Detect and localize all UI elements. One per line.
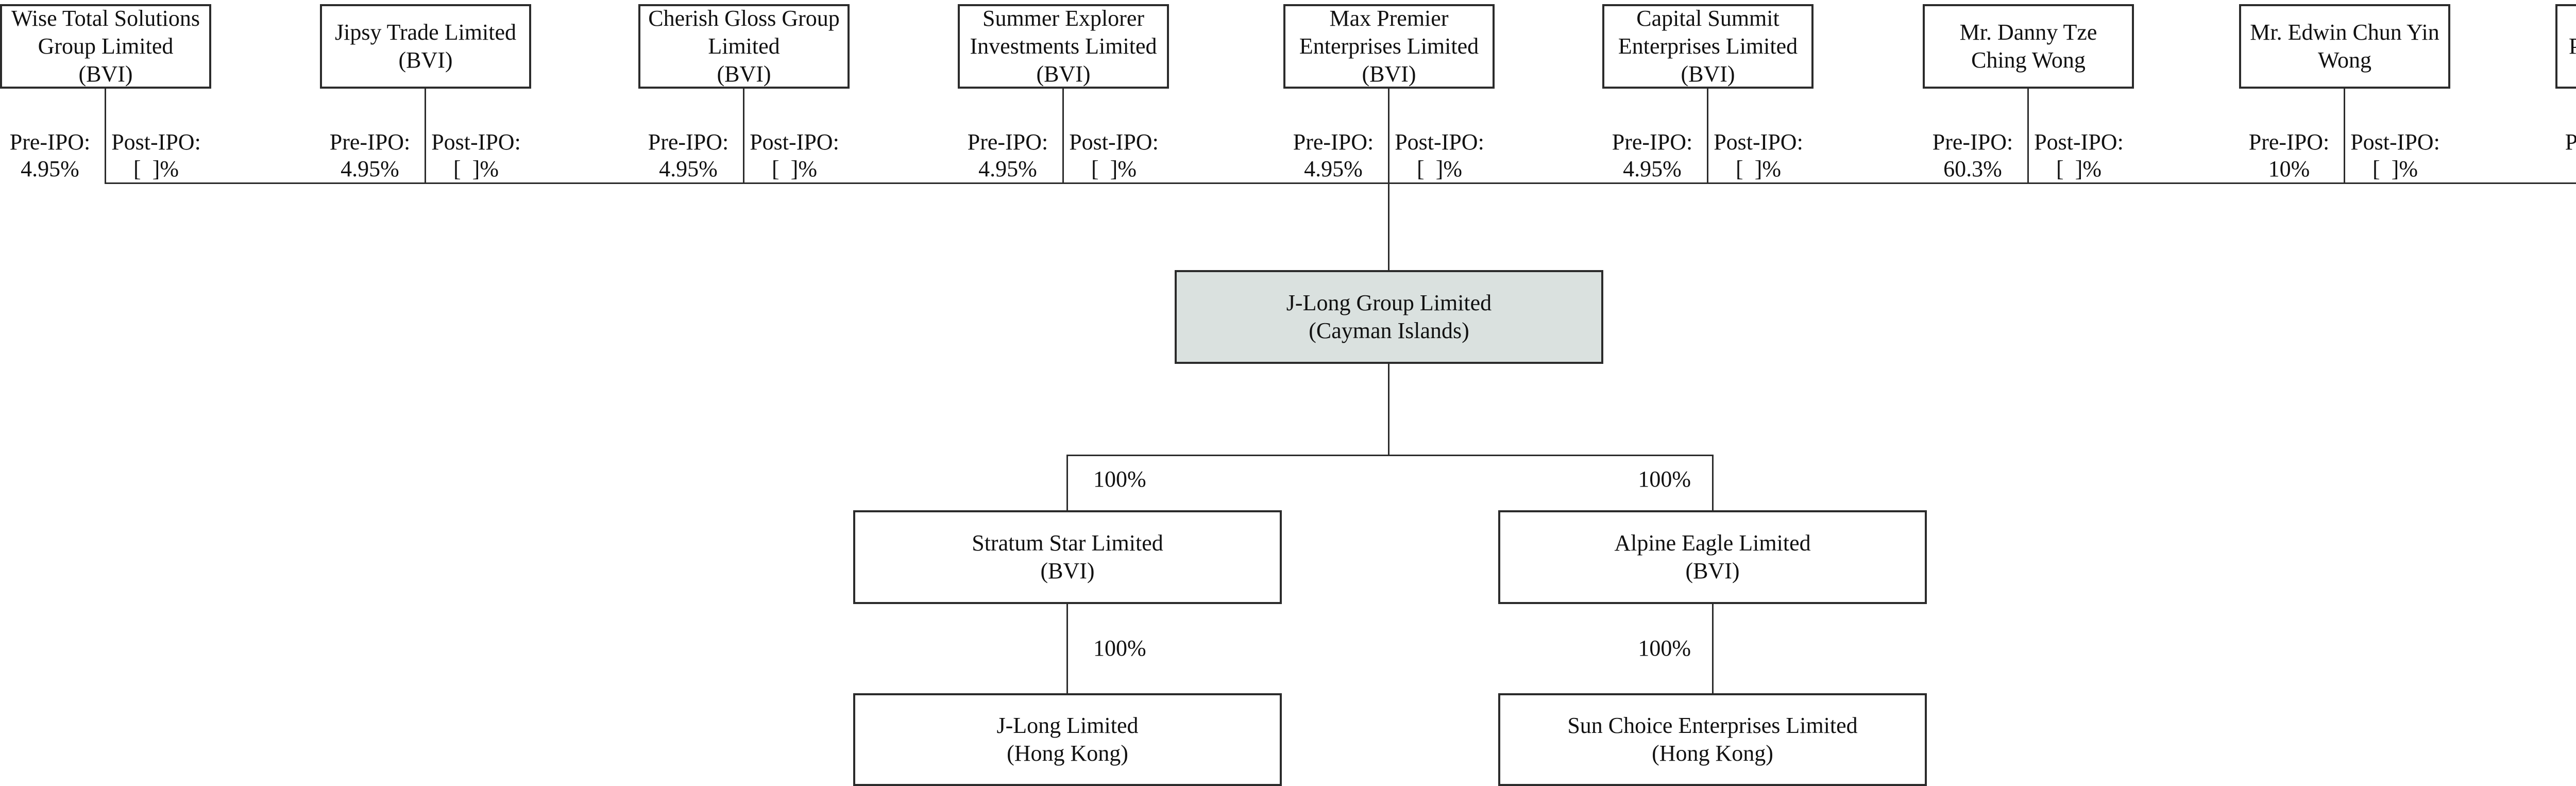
shareholder-box-jipsy-trade: Jipsy Trade Limited (BVI) — [320, 4, 531, 89]
shareholder-box-summer-explorer: Summer Explorer Investments Limited (BVI… — [958, 4, 1169, 89]
post-ipo-annotation: Post-IPO: [ ]% — [717, 129, 872, 182]
subsidiary-name: Stratum Star Limited (BVI) — [972, 530, 1163, 583]
subsidiary-box-alpine-eagle: Alpine Eagle Limited (BVI) — [1498, 510, 1927, 604]
post-ipo-label: Post-IPO: — [1069, 129, 1159, 155]
pre-ipo-label: Pre-IPO: — [9, 129, 91, 155]
split-line — [1066, 455, 1714, 456]
post-ipo-value: [ ]% — [1736, 156, 1781, 181]
shareholder-name: Summer Explorer Investments Limited (BVI… — [970, 6, 1157, 87]
pre-ipo-label: Pre-IPO: — [967, 129, 1048, 155]
connector-line — [2027, 89, 2029, 184]
connector-line — [1388, 364, 1389, 456]
connector-line — [1388, 89, 1389, 270]
post-ipo-value: [ ]% — [133, 156, 179, 181]
subsidiary-box-jlong-limited: J-Long Limited (Hong Kong) — [853, 693, 1282, 786]
pre-ipo-annotation: Pre-IPO: 10% — [2212, 129, 2366, 182]
shareholder-name: Capital Summit Enterprises Limited (BVI) — [1618, 6, 1798, 87]
pre-ipo-value: 4.95% — [978, 156, 1037, 181]
shareholder-name: Wise Total Solutions Group Limited (BVI) — [11, 6, 200, 87]
holding-company-box: J-Long Group Limited (Cayman Islands) — [1175, 270, 1603, 364]
pre-ipo-label: Pre-IPO: — [1612, 129, 1693, 155]
ownership-label: 100% — [1638, 636, 1691, 661]
connector-line — [1066, 455, 1068, 511]
pre-ipo-label: Pre-IPO: — [329, 129, 411, 155]
ownership-label: 100% — [1638, 466, 1691, 492]
shareholder-box-capital-summit: Capital Summit Enterprises Limited (BVI) — [1602, 4, 1814, 89]
connector-line — [1712, 455, 1714, 511]
connector-line — [1707, 89, 1708, 184]
post-ipo-annotation: Post-IPO: [ ]% — [1037, 129, 1191, 182]
post-ipo-label: Post-IPO: — [1714, 129, 1803, 155]
shareholder-box-cherish-gloss: Cherish Gloss Group Limited (BVI) — [638, 4, 850, 89]
post-ipo-value: [ ]% — [772, 156, 817, 181]
post-ipo-annotation: Post-IPO: [ ]% — [2318, 129, 2472, 182]
post-ipo-annotation: Post-IPO: [ ]% — [1362, 129, 1517, 182]
shareholder-name: Max Premier Enterprises Limited (BVI) — [1299, 6, 1479, 87]
ownership-label: 100% — [1093, 466, 1146, 492]
post-ipo-value: [ ]% — [1091, 156, 1137, 181]
connector-line — [425, 89, 426, 184]
connector-line — [105, 89, 106, 184]
connector-line — [1712, 604, 1714, 694]
connector-line — [1066, 604, 1068, 694]
pre-ipo-annotation: Pre-IPO: 60.3% — [1895, 129, 2050, 182]
pre-ipo-value: 0% — [2528, 156, 2576, 182]
shareholder-name: Mr. Danny Tze Ching Wong — [1959, 20, 2097, 73]
pre-ipo-label: Pre-IPO: — [2248, 129, 2330, 155]
subsidiary-name: Alpine Eagle Limited (BVI) — [1614, 530, 1811, 583]
shareholder-name: Jipsy Trade Limited (BVI) — [334, 20, 517, 73]
subsidiary-name: Sun Choice Enterprises Limited (Hong Kon… — [1567, 713, 1858, 766]
pre-ipo-annotation: Pre-IPO: 0% — [2528, 129, 2576, 182]
post-ipo-value: [ ]% — [2372, 156, 2418, 181]
pre-ipo-annotation: Pre-IPO: 4.95% — [0, 129, 127, 182]
post-ipo-label: Post-IPO: — [111, 129, 201, 155]
post-ipo-value: [ ]% — [1417, 156, 1462, 181]
post-ipo-value: [ ]% — [453, 156, 499, 181]
pre-ipo-value: 4.95% — [21, 156, 79, 181]
pre-ipo-label: Pre-IPO: — [2565, 129, 2576, 155]
post-ipo-annotation: Post-IPO: [ ]% — [399, 129, 553, 182]
subsidiary-name: J-Long Limited (Hong Kong) — [996, 713, 1139, 766]
post-ipo-annotation: Post-IPO: [ ]% — [79, 129, 233, 182]
shareholder-box-wise-total: Wise Total Solutions Group Limited (BVI) — [0, 4, 211, 89]
connector-line — [2344, 89, 2345, 184]
pre-ipo-label: Pre-IPO: — [648, 129, 729, 155]
post-ipo-value: [ ]% — [2056, 156, 2102, 181]
post-ipo-label: Post-IPO: — [2350, 129, 2440, 155]
shareholder-box-public: Public Shareholding — [2555, 4, 2576, 89]
post-ipo-label: Post-IPO: — [2034, 129, 2124, 155]
pre-ipo-value: 60.3% — [1943, 156, 2002, 181]
shareholder-box-max-premier: Max Premier Enterprises Limited (BVI) — [1283, 4, 1495, 89]
pre-ipo-value: 4.95% — [1304, 156, 1363, 181]
pre-ipo-value: 4.95% — [341, 156, 399, 181]
subsidiary-box-sun-choice: Sun Choice Enterprises Limited (Hong Kon… — [1498, 693, 1927, 786]
pre-ipo-annotation: Pre-IPO: 4.95% — [930, 129, 1085, 182]
shareholder-name: Mr. Edwin Chun Yin Wong — [2250, 20, 2439, 73]
shareholder-name: Public Shareholding — [2568, 34, 2576, 59]
post-ipo-label: Post-IPO: — [1395, 129, 1484, 155]
shareholder-box-edwin-wong: Mr. Edwin Chun Yin Wong — [2239, 4, 2450, 89]
shareholder-name: Cherish Gloss Group Limited (BVI) — [648, 6, 840, 87]
pre-ipo-label: Pre-IPO: — [1293, 129, 1374, 155]
pre-ipo-annotation: Pre-IPO: 4.95% — [293, 129, 447, 182]
pre-ipo-value: 4.95% — [659, 156, 718, 181]
bus-line — [105, 182, 2576, 184]
ownership-label: 100% — [1093, 636, 1146, 661]
pre-ipo-annotation: Pre-IPO: 4.95% — [1575, 129, 1730, 182]
pre-ipo-annotation: Pre-IPO: 4.95% — [1256, 129, 1411, 182]
post-ipo-annotation: Post-IPO: [ ]% — [1681, 129, 1836, 182]
shareholder-box-danny-wong: Mr. Danny Tze Ching Wong — [1923, 4, 2134, 89]
pre-ipo-value: 4.95% — [1623, 156, 1682, 181]
post-ipo-annotation: Post-IPO: [ ]% — [2002, 129, 2156, 182]
post-ipo-label: Post-IPO: — [750, 129, 839, 155]
pre-ipo-value: 10% — [2268, 156, 2310, 181]
pre-ipo-label: Pre-IPO: — [1932, 129, 2013, 155]
pre-ipo-annotation: Pre-IPO: 4.95% — [611, 129, 766, 182]
holding-company-name: J-Long Group Limited (Cayman Islands) — [1286, 290, 1492, 343]
connector-line — [743, 89, 744, 184]
connector-line — [1062, 89, 1064, 184]
post-ipo-label: Post-IPO: — [431, 129, 521, 155]
subsidiary-box-stratum-star: Stratum Star Limited (BVI) — [853, 510, 1282, 604]
